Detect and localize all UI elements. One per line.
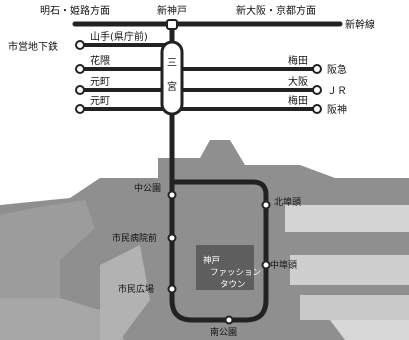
land-area	[0, 140, 409, 340]
district-label-line-3: タウン	[220, 280, 246, 290]
station-marker	[75, 40, 85, 50]
portliner-stations	[167, 190, 271, 325]
land-region-left	[0, 200, 95, 300]
portliner-loop	[169, 179, 269, 323]
station-shiminbyoin-marker	[167, 233, 177, 243]
umeda-hankyu-label: 梅田	[288, 54, 308, 67]
station-marker	[75, 85, 85, 95]
yamate-station-label: 山手(県庁前)	[90, 30, 148, 43]
shinkansen-label: 新幹線	[345, 18, 375, 31]
hankyu-label: 阪急	[327, 63, 347, 76]
hanshin-label: 阪神	[327, 103, 347, 116]
station-minamikoen-marker	[224, 315, 234, 325]
station-marker	[312, 64, 322, 74]
hub-char-1: 三	[167, 58, 177, 69]
hub-char-2: 宮	[167, 80, 177, 93]
east-terminals	[312, 64, 322, 114]
umeda-hanshin-label: 梅田	[288, 94, 308, 107]
station-nakafuto-marker	[261, 260, 271, 270]
nakakoen-label: 中公園	[134, 182, 161, 194]
station-marker	[312, 85, 322, 95]
shin-kobe-label: 新神戸	[157, 4, 187, 17]
shiminbyoin-label: 市民病院前	[112, 232, 157, 244]
motomachi-jr-label: 元町	[90, 77, 110, 88]
west-direction-label: 明石・姫路方面	[40, 4, 110, 17]
station-marker	[75, 64, 85, 74]
west-terminals	[75, 40, 85, 114]
shin-kobe-station	[166, 19, 178, 30]
hanakuma-station-label: 花隈	[90, 54, 110, 67]
minamikoen-label: 南公園	[210, 326, 237, 338]
kitafuto-label: 北埠頭	[274, 196, 301, 208]
jr-label: ＪＲ	[327, 86, 347, 97]
pier-right-1	[285, 205, 409, 232]
port-island-center	[100, 245, 150, 340]
nakafuto-label: 中埠頭	[270, 259, 297, 271]
district-label-line-1: 神戸	[203, 255, 220, 266]
subway-name-label: 市営地下鉄	[8, 40, 58, 53]
land-region-lower-left	[0, 298, 125, 340]
pier-right-3	[300, 295, 409, 320]
motomachi-hanshin-label: 元町	[90, 96, 110, 107]
station-shiminhiroba-marker	[167, 284, 177, 294]
pier-right-2	[290, 255, 409, 285]
shiminhiroba-label: 市民広場	[118, 283, 154, 295]
east-direction-label: 新大阪・京都方面	[236, 4, 316, 17]
sannomiya-hub	[160, 40, 184, 116]
station-marker	[312, 104, 322, 114]
station-marker	[75, 104, 85, 114]
district-label-line-2: ファッション	[210, 268, 261, 278]
pier-bottom-right	[330, 320, 409, 340]
station-kitafuto-marker	[261, 200, 271, 210]
osaka-jr-label: 大阪	[288, 75, 308, 88]
fashion-town-district	[196, 245, 254, 290]
station-nakakoen-marker	[167, 190, 177, 200]
